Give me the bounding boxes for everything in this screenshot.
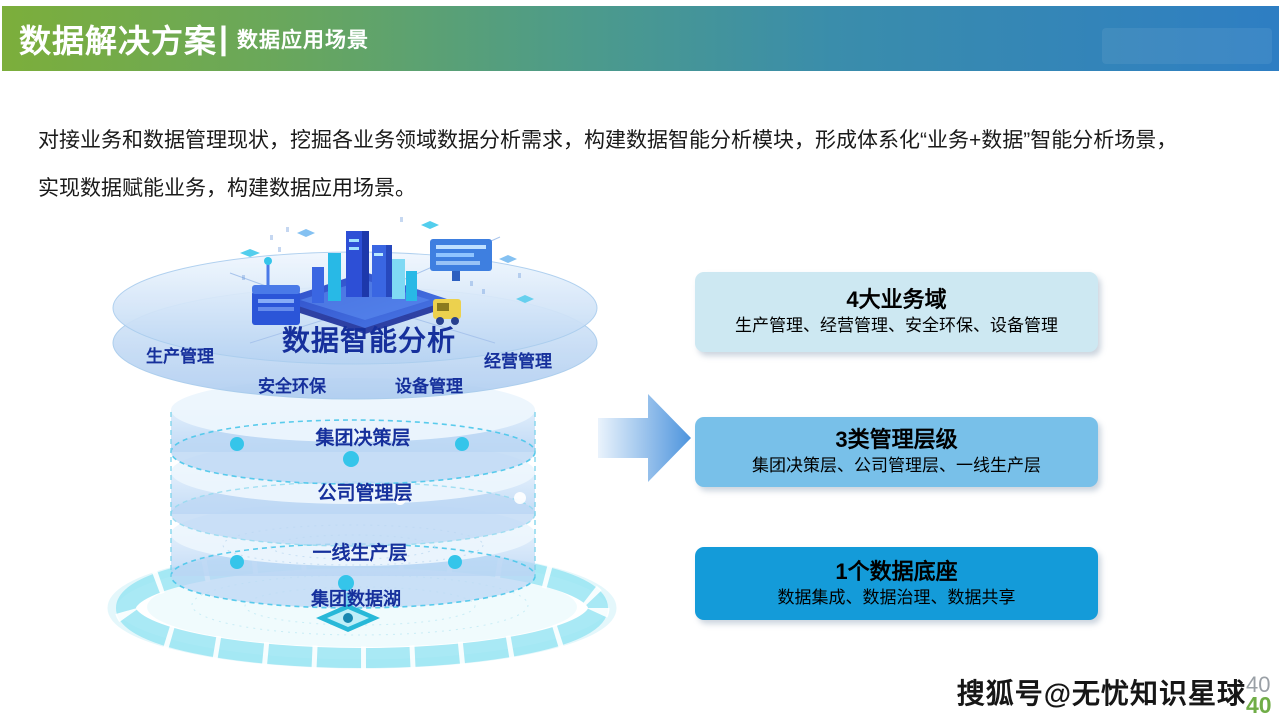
diagram-domain-label-3: 安全环保 (258, 377, 326, 396)
diagram-center-label: 数据智能分析 (281, 325, 457, 356)
intro-line-1: 对接业务和数据管理现状，挖掘各业务领域数据分析需求，构建数据智能分析模块，形成体… (38, 129, 1178, 152)
intro-line-2: 实现数据赋能业务，构建数据应用场景。 (38, 177, 416, 200)
analysis-disc (112, 251, 598, 400)
summary-box-title: 4大业务域 (846, 287, 947, 313)
diagram-domain-label-1: 生产管理 (146, 347, 214, 366)
header-bar: 数据解决方案 | 数据应用场景 (2, 6, 1279, 71)
diagram-base-label: 集团数据湖 (311, 589, 401, 609)
layer-stack-graphic (107, 217, 617, 670)
page-number-green: 40 (1246, 692, 1272, 718)
smart-city-illustration (229, 217, 534, 344)
summary-box-title: 3类管理层级 (835, 427, 958, 453)
watermark-text: 搜狐号@无忧知识星球 (956, 678, 1246, 709)
title-separator: | (219, 20, 228, 56)
diagram-domain-label-4: 设备管理 (395, 377, 463, 396)
diagram-layer-label-1: 集团决策层 (315, 428, 411, 449)
summary-box-desc: 数据集成、数据治理、数据共享 (777, 587, 1016, 607)
summary-box-title: 1个数据底座 (835, 558, 958, 584)
summary-box-desc: 生产管理、经营管理、安全环保、设备管理 (735, 316, 1058, 336)
header-sheen (1102, 28, 1272, 64)
right-arrow-icon (598, 394, 691, 482)
summary-box-data-foundation: 1个数据底座 数据集成、数据治理、数据共享 (695, 547, 1098, 620)
layer-stack-diagram: 数据智能分析 生产管理 经营管理 安全环保 设备管理 集团决策层 公司管理层 一… (100, 215, 640, 675)
summary-box-management-levels: 3类管理层级 集团决策层、公司管理层、一线生产层 (695, 417, 1098, 487)
page-number-gray: 40 (1246, 672, 1271, 697)
diagram-domain-label-2: 经营管理 (484, 352, 552, 371)
data-lake-diamond-icon (316, 593, 380, 632)
diagram-layer-label-2: 公司管理层 (317, 483, 413, 504)
page-subtitle: 数据应用场景 (236, 28, 369, 52)
summary-box-desc: 集团决策层、公司管理层、一线生产层 (752, 456, 1041, 476)
diagram-layer-label-3: 一线生产层 (312, 543, 408, 564)
page-title: 数据解决方案 (19, 22, 218, 59)
summary-box-business-domains: 4大业务域 生产管理、经营管理、安全环保、设备管理 (695, 272, 1098, 352)
layer-cylinder (170, 378, 536, 609)
intro-paragraph: 对接业务和数据管理现状，挖掘各业务领域数据分析需求，构建数据智能分析模块，形成体… (38, 117, 1177, 213)
